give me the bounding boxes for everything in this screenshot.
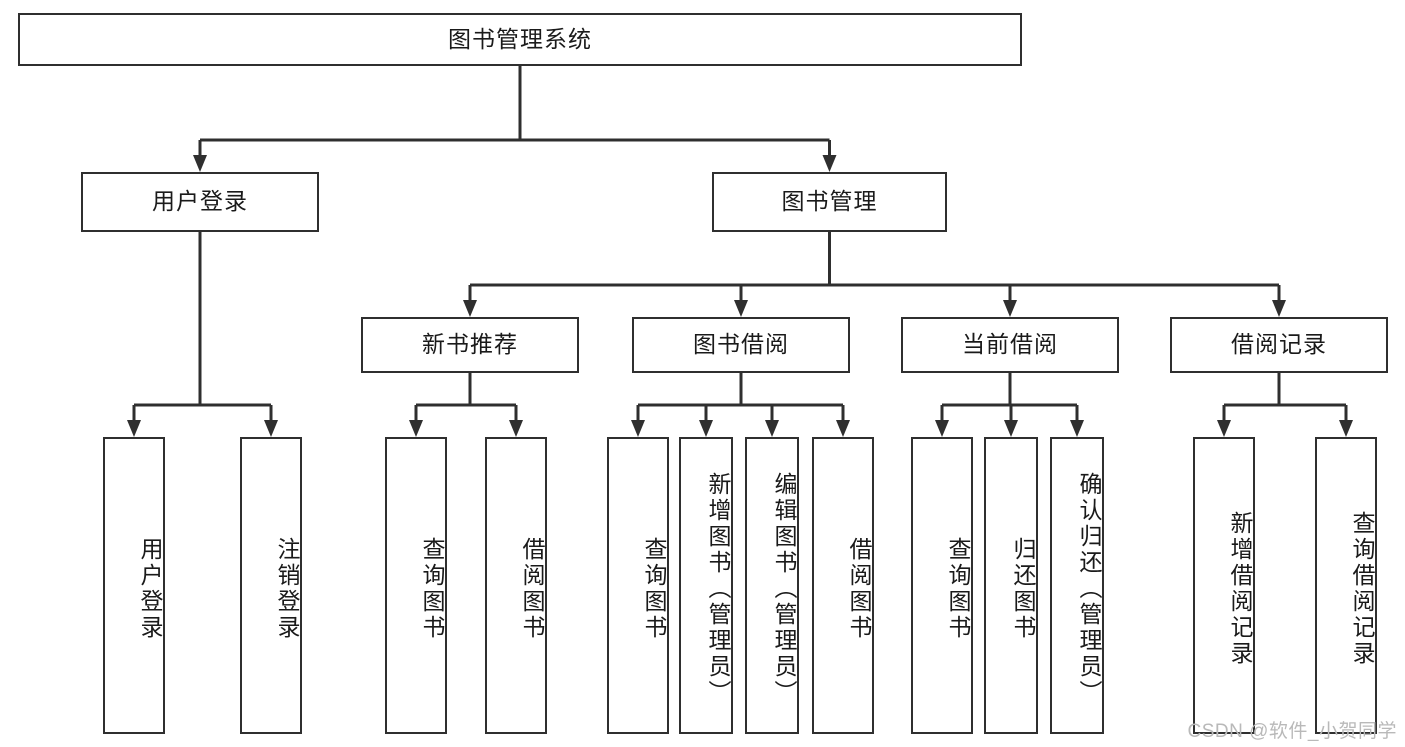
node-label: 当前借阅 (962, 331, 1058, 358)
leaf-node-leaf-user-login[interactable]: 用户登录 (103, 437, 165, 734)
node-label: 图书借阅 (693, 331, 789, 358)
node-label: 新书推荐 (422, 331, 518, 358)
leaf-node-leaf-logout[interactable]: 注销登录 (240, 437, 302, 734)
node-label: 图书管理系统 (448, 25, 592, 52)
node-new-book-recommend[interactable]: 新书推荐 (361, 317, 579, 373)
node-label: 新增图书（管理员） (705, 471, 731, 706)
leaf-node-leaf-add-borrow-record[interactable]: 新增借阅记录 (1193, 437, 1255, 734)
leaf-node-leaf-borrow-book-recommend[interactable]: 借阅图书 (485, 437, 547, 734)
node-label: 用户登录 (152, 188, 248, 215)
node-label: 查询图书 (641, 536, 667, 641)
node-label: 注销登录 (274, 536, 300, 641)
leaf-node-leaf-query-borrow-record[interactable]: 查询借阅记录 (1315, 437, 1377, 734)
node-borrow-record[interactable]: 借阅记录 (1170, 317, 1388, 373)
node-label: 借阅图书 (519, 536, 545, 641)
leaf-node-leaf-confirm-return[interactable]: 确认归还（管理员） (1050, 437, 1104, 734)
node-label: 图书管理 (781, 188, 878, 215)
node-label: 查询借阅记录 (1349, 510, 1375, 667)
leaf-node-leaf-return-book[interactable]: 归还图书 (984, 437, 1038, 734)
node-label: 借阅图书 (846, 536, 872, 641)
leaf-node-leaf-edit-book[interactable]: 编辑图书（管理员） (745, 437, 799, 734)
node-label: 新增借阅记录 (1227, 510, 1253, 667)
node-label: 借阅记录 (1231, 331, 1327, 358)
node-user-login[interactable]: 用户登录 (81, 172, 319, 232)
leaf-node-leaf-add-book[interactable]: 新增图书（管理员） (679, 437, 733, 734)
node-label: 用户登录 (137, 536, 163, 641)
leaf-node-leaf-borrow-book[interactable]: 借阅图书 (812, 437, 874, 734)
root-node-root[interactable]: 图书管理系统 (18, 13, 1022, 66)
node-label: 查询图书 (419, 536, 445, 641)
leaf-node-leaf-query-book-recommend[interactable]: 查询图书 (385, 437, 447, 734)
node-current-borrow[interactable]: 当前借阅 (901, 317, 1119, 373)
node-label: 查询图书 (945, 536, 971, 641)
leaf-node-leaf-query-book-borrow[interactable]: 查询图书 (607, 437, 669, 734)
node-label: 确认归还（管理员） (1076, 471, 1102, 706)
node-book-borrow[interactable]: 图书借阅 (632, 317, 850, 373)
node-book-management[interactable]: 图书管理 (712, 172, 947, 232)
node-label: 编辑图书（管理员） (771, 471, 797, 706)
leaf-node-leaf-query-book-current[interactable]: 查询图书 (911, 437, 973, 734)
node-label: 归还图书 (1010, 536, 1036, 641)
